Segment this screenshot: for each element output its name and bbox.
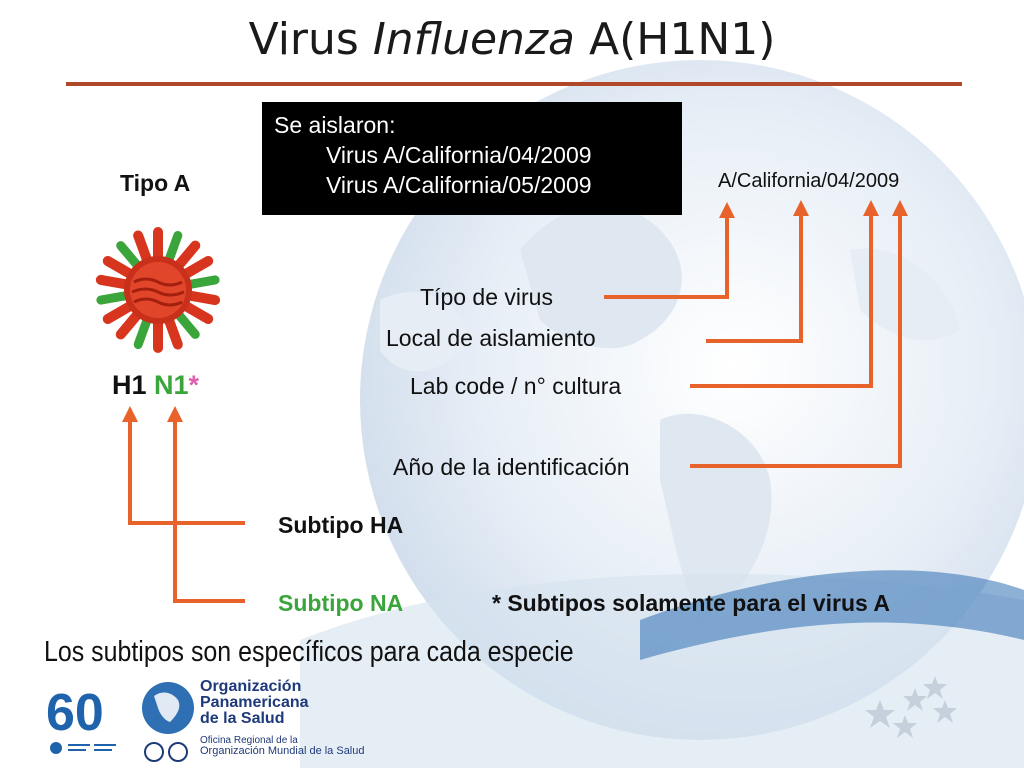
tipo-label: Tipo A [120,170,191,196]
who-emblem-icon [50,742,62,754]
title-rule [66,82,962,86]
regional-line-2: Organización Mundial de la Salud [200,745,365,757]
arrow-local [706,200,809,343]
isolated-strain-1: Virus A/California/04/2009 [326,142,592,168]
label-subtipo-ha: Subtipo HA [278,512,404,538]
regional-line-1: Oficina Regional de la [200,735,298,746]
sixty-text: 60 [46,684,104,742]
footnote: * Subtipos solamente para el virus A [492,590,890,616]
ops-line-1: Organización [200,678,302,695]
label-tipo-virus: Típo de virus [420,284,553,310]
footer-statement: Los subtipos son específicos para cada e… [44,636,574,668]
slide-title: Virus Influenza A(H1N1) [248,14,776,65]
ops-regional: Oficina Regional de la Organización Mund… [200,735,365,757]
ops-emblem-icon [142,682,194,762]
subtype-h: H1 [112,370,147,400]
arrow-lab-code [690,200,879,388]
isolated-strain-2: Virus A/California/05/2009 [326,172,592,198]
arrow-anio [690,200,908,468]
subtype-star: * [188,370,200,400]
ops-name: Organización Panamericana de la Salud [200,679,309,727]
isolated-strains-box: Se aislaron: Virus A/California/04/2009 … [262,102,682,215]
subtype-label: H1 N1* [112,370,199,401]
ops-line-3: de la Salud [200,710,285,727]
arrow-subtipo-ha [122,406,245,525]
arrow-subtipo-na [167,406,245,603]
label-subtipo-na: Subtipo NA [278,590,404,616]
label-lab-code: Lab code / n° cultura [410,373,622,399]
ops-line-2: Panamericana [200,694,309,711]
strain-code: A/California/04/2009 [718,170,900,192]
label-anio: Año de la identificación [393,454,630,480]
sixty-anniversary-logo: 60 [46,684,116,754]
isolated-heading: Se aislaron: [274,112,396,138]
subtype-n: N1 [154,370,189,400]
label-local: Local de aislamiento [386,325,596,351]
arrow-tipo-virus [604,202,735,299]
